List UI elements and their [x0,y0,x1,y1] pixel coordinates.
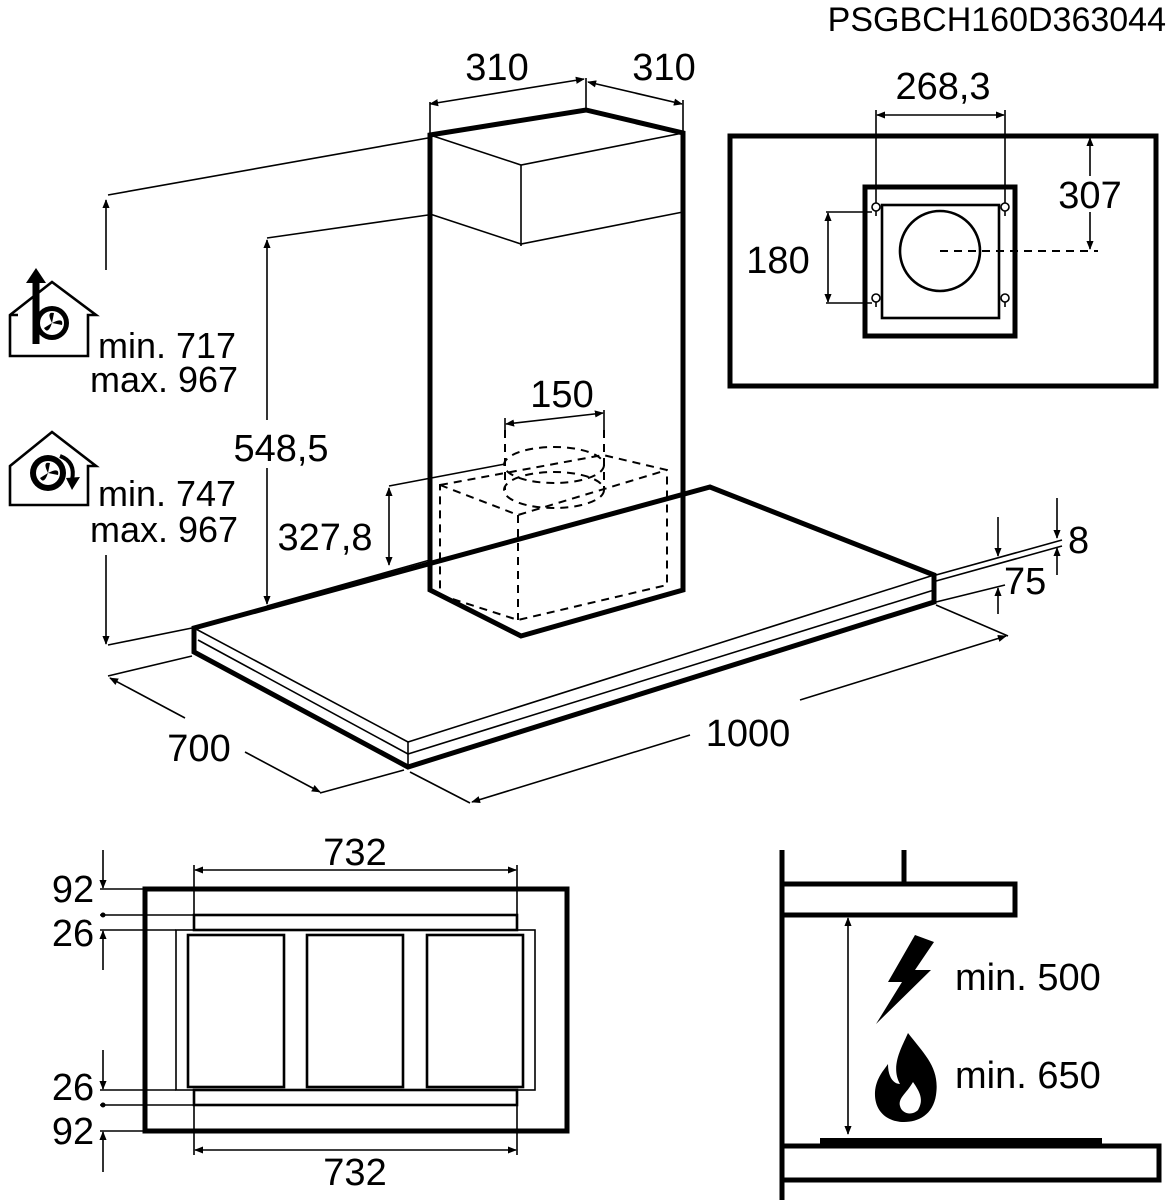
left-margin-dims [99,850,194,1172]
dim-700-label: 700 [167,728,230,770]
dim-327-label: 327,8 [277,517,372,559]
dim-26-top-label: 26 [52,913,94,955]
dimension-700: 700 [107,655,405,794]
canopy [191,484,937,770]
dim-268-label: 268,3 [895,66,990,108]
dim-307-label: 307 [1058,175,1121,217]
motor-unit-hidden [439,430,668,622]
hood-section [779,881,1018,918]
ducted-min: min. 717 [98,325,236,366]
dimension-310-right: 310 [587,47,696,133]
filter-bottom-view: 732 732 92 26 26 92 [52,832,570,1194]
grease-filters [186,933,525,1089]
dim-310-left-label: 310 [465,47,528,89]
dim-732-bottom-label: 732 [323,1152,386,1194]
lightning-icon [876,935,934,1024]
dim-26-bottom-label: 26 [52,1067,94,1109]
ducted-extraction-icon [8,268,100,358]
recirculation-max: max. 967 [90,509,238,550]
bottom-strip [192,1088,519,1107]
dim-732-top-label: 732 [323,832,386,874]
cooktop-section [779,1143,1162,1183]
recirculation-min: min. 747 [98,473,236,514]
dim-150-label: 150 [530,374,593,416]
height-extension-lines [102,137,506,646]
flame-icon [874,1033,937,1122]
dim-8-label: 8 [1068,520,1089,562]
dimension-150: 150 [504,374,605,432]
main-iso-view: 310 310 548,5 327,8 150 [8,47,1089,804]
dimension-8-75: 8 75 [935,498,1089,614]
hob-plate [820,1138,1102,1146]
dimension-1000: 1000 [409,604,1009,804]
dim-310-right-label: 310 [632,47,695,89]
chimney [427,107,686,639]
ceiling-bracket-view: 268,3 307 180 [727,66,1159,389]
ducted-max: max. 967 [90,359,238,400]
recirculation-icon [8,430,100,507]
clearance-view: min. 500 min. 650 [779,850,1162,1200]
dim-92-bottom-label: 92 [52,1111,94,1153]
dim-548-label: 548,5 [233,428,328,470]
dim-92-top-label: 92 [52,869,94,911]
dimension-310-left: 310 [429,47,587,135]
model-code: PSGBCH160D363044 [828,1,1166,39]
clearance-electric: min. 500 [955,957,1101,999]
top-strip [192,913,519,932]
dim-1000-label: 1000 [706,713,791,755]
clearance-gas: min. 650 [955,1055,1101,1097]
dim-75-label: 75 [1004,561,1046,603]
dim-180-label: 180 [746,240,809,282]
